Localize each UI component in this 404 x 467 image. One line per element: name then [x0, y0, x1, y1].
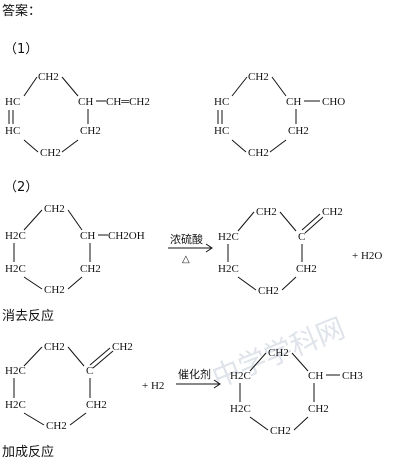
- r1-reactant-ch2-top: CH2: [44, 203, 65, 215]
- r1-product-h2c-lower: H2C: [218, 263, 239, 275]
- r1-product-ch2-bot: CH2: [258, 285, 279, 297]
- r1-product-ch2-top: CH2: [256, 206, 277, 218]
- r2-reactant-ch2-bot: CH2: [46, 420, 67, 432]
- mol-b-hc-down: HC: [214, 125, 229, 137]
- reaction-2-product: CH2 H2C CH CH3 H2C CH2 CH2: [230, 347, 363, 437]
- r2-reactant-c: C: [86, 365, 93, 377]
- r2-product-h2c-lower: H2C: [230, 403, 251, 415]
- elimination-reaction-label: 消去反应: [2, 309, 55, 324]
- r2-product-ch3: CH3: [342, 370, 363, 382]
- reaction-1-product: CH2 CH2 H2C C H2C CH2 CH2 + H2O: [218, 206, 382, 297]
- reaction-2-arrow: 催化剂: [176, 367, 221, 389]
- r1-reactant-ch2-bot: CH2: [44, 284, 65, 296]
- mol-a-hc-down: HC: [5, 125, 20, 137]
- r1-reactant-h2c-lower: H2C: [5, 263, 26, 275]
- r2-product-ch2-top: CH2: [268, 347, 289, 359]
- part-2-label: （2）: [4, 180, 39, 195]
- reaction-1-arrow: 浓硫酸 △: [168, 232, 213, 265]
- r2-reactant-ch2-exo: CH2: [112, 341, 133, 353]
- r2-product-h2c-left: H2C: [230, 370, 251, 382]
- r2-reactant-ch2-top: CH2: [44, 341, 65, 353]
- r1-reactant-ch2-right: CH2: [80, 263, 101, 275]
- mol-a-ch2-bot: CH2: [40, 147, 61, 159]
- r1-reactant-ch: CH: [80, 230, 95, 242]
- r2-product-ch: CH: [308, 370, 323, 382]
- reaction-1-reactant: CH2 H2C CH CH2OH H2C CH2 CH2: [5, 203, 145, 296]
- mol-a-ch2-top: CH2: [38, 71, 59, 83]
- r2-product-ch2-bot: CH2: [270, 425, 291, 437]
- mol-b-hc-up: HC: [214, 96, 229, 108]
- reaction-2-reactant: CH2 CH2 H2C C H2C CH2 CH2: [5, 341, 133, 432]
- r1-byproduct: + H2O: [352, 250, 382, 262]
- mol-a-ch2-right: CH2: [80, 125, 101, 137]
- r2-reactant-h2c-left: H2C: [5, 365, 26, 377]
- r1-condition-top: 浓硫酸: [170, 232, 203, 246]
- mol-a-hc-up: HC: [5, 96, 20, 108]
- r2-plus-h2: + H2: [142, 380, 164, 392]
- part-1-label: （1）: [4, 42, 39, 57]
- r2-catalyst: 催化剂: [178, 367, 211, 381]
- mol-a-vinyl: CH═CH2: [106, 96, 150, 108]
- r1-product-c: C: [298, 231, 305, 243]
- r1-product-ch2-right: CH2: [296, 263, 317, 275]
- r2-product-ch2-right: CH2: [308, 403, 329, 415]
- r1-product-h2c-left: H2C: [218, 231, 239, 243]
- mol-a-ch: CH: [78, 96, 93, 108]
- mol-b-ch2-top: CH2: [248, 71, 269, 83]
- r2-reactant-h2c-lower: H2C: [5, 399, 26, 411]
- mol-b-ch2-bot: CH2: [248, 147, 269, 159]
- r1-reactant-h2c-left: H2C: [5, 230, 26, 242]
- answer-header: 答案：: [2, 4, 42, 19]
- mol-b-ch: CH: [286, 96, 301, 108]
- r1-condition-bottom: △: [182, 254, 190, 265]
- molecule-a: CH2 HC CH CH═CH2 HC CH2 CH2: [5, 71, 150, 159]
- r1-product-ch2-exo: CH2: [322, 206, 343, 218]
- r2-reactant-ch2-right: CH2: [86, 399, 107, 411]
- mol-b-ch2-right: CH2: [288, 125, 309, 137]
- addition-reaction-label: 加成反应: [2, 445, 55, 460]
- r1-reactant-ch2oh: CH2OH: [108, 230, 145, 242]
- molecule-b: CH2 HC CH CHO HC CH2 CH2: [214, 71, 345, 159]
- mol-b-cho: CHO: [322, 96, 345, 108]
